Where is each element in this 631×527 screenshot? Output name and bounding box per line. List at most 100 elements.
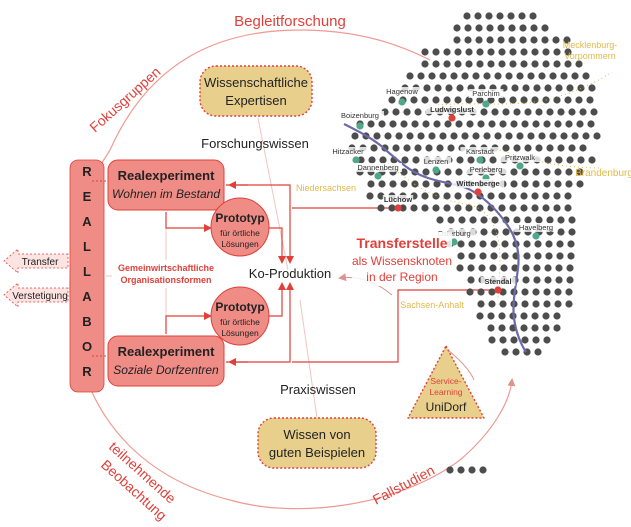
map-dot <box>351 132 359 140</box>
cycle-arc-bottom <box>229 378 516 510</box>
map-dot <box>533 276 541 284</box>
proto1-line1: für örtliche <box>220 228 260 238</box>
proto2-title: Prototyp <box>215 300 264 314</box>
map-dot <box>417 132 425 140</box>
map-dot <box>485 12 493 20</box>
town-label-bg <box>432 229 476 238</box>
map-dot <box>544 84 552 92</box>
town-label: Stendal <box>484 277 511 286</box>
cycle-arc-top <box>109 29 431 151</box>
river-elbe <box>343 123 527 353</box>
town-label-bg <box>514 223 558 232</box>
map-dot <box>575 96 583 104</box>
reallabor-letter: R <box>82 164 92 179</box>
map-dot <box>368 156 376 164</box>
town-label: Lenzen <box>424 157 449 166</box>
map-dot <box>450 132 458 140</box>
map-dot <box>412 156 420 164</box>
map-dot <box>513 108 521 116</box>
map-dot <box>509 204 517 212</box>
town-marker <box>398 98 406 106</box>
map-dot <box>450 72 458 80</box>
map-dot <box>490 252 498 260</box>
map-dot <box>421 204 429 212</box>
map-dot <box>527 72 535 80</box>
map-dot <box>439 72 447 80</box>
map-dot <box>542 48 550 56</box>
proto1-line2: Lösungen <box>221 239 259 249</box>
map-dot <box>524 216 532 224</box>
map-dot <box>565 120 573 128</box>
map-dot <box>421 192 429 200</box>
state-mv-line1: Mecklenburg- <box>563 40 618 50</box>
arrow-verstetigung <box>3 282 69 308</box>
map-dot <box>542 204 550 212</box>
map-dot <box>523 252 531 260</box>
map-dot <box>483 132 491 140</box>
map-dot <box>434 84 442 92</box>
map-dot <box>400 180 408 188</box>
town-label: Boizenburg <box>341 111 379 120</box>
town-label: Osterburg <box>437 229 470 238</box>
map-dot <box>388 204 396 212</box>
reallabor-bar <box>69 159 105 393</box>
map-dot <box>543 120 551 128</box>
map-dot <box>546 144 554 152</box>
map-dot <box>447 216 455 224</box>
map-dot <box>555 84 563 92</box>
town-label-bg <box>382 195 414 204</box>
map-dot <box>411 120 419 128</box>
map-dot <box>557 108 565 116</box>
arrow-transfer <box>3 248 69 274</box>
town-label-bg <box>336 111 384 120</box>
label-praxiswissen: Praxiswissen <box>280 382 356 397</box>
town-label: Havelberg <box>519 223 553 232</box>
map-dot <box>474 12 482 20</box>
map-dot <box>521 288 529 296</box>
examples-line-1: Wissen von <box>283 427 350 442</box>
town-label-bg <box>420 157 452 166</box>
map-dot <box>488 288 496 296</box>
map-dot <box>563 36 571 44</box>
map-dot <box>428 132 436 140</box>
map-dot <box>475 24 483 32</box>
map-dot <box>520 60 528 68</box>
town-label-bg <box>326 147 370 156</box>
border-brandenburg <box>499 149 601 169</box>
label-koproduktion: Ko-Produktion <box>249 266 331 281</box>
map-dot <box>510 120 518 128</box>
town-marker <box>532 232 540 240</box>
map-dot <box>531 60 539 68</box>
map-dot <box>498 324 506 332</box>
town-marker <box>448 114 456 122</box>
map-dot <box>576 180 584 188</box>
unidorf-name: UniDorf <box>426 400 467 414</box>
map-dot <box>554 288 562 296</box>
map-dot <box>479 466 487 474</box>
map-dot <box>529 12 537 20</box>
map-dot <box>392 144 400 152</box>
map-dot <box>469 216 477 224</box>
map-dot <box>521 120 529 128</box>
map-dot <box>501 252 509 260</box>
map-dot <box>535 216 543 224</box>
map-dot <box>520 204 528 212</box>
map-dot <box>454 60 462 68</box>
town-marker <box>432 166 440 174</box>
map-dot <box>522 84 530 92</box>
map-dot <box>527 132 535 140</box>
map-dot <box>530 36 538 44</box>
map-dot <box>443 96 451 104</box>
arrow-exp2-proto2 <box>165 312 212 334</box>
map-dot <box>468 252 476 260</box>
map-dot <box>455 120 463 128</box>
map-dot <box>554 168 562 176</box>
map-dot <box>465 204 473 212</box>
map-dot <box>519 36 527 44</box>
map-dot <box>400 168 408 176</box>
map-dot <box>531 96 539 104</box>
orgs-line-2: Organisationsformen <box>120 275 211 285</box>
map-dot <box>444 120 452 128</box>
town-marker <box>374 172 382 180</box>
